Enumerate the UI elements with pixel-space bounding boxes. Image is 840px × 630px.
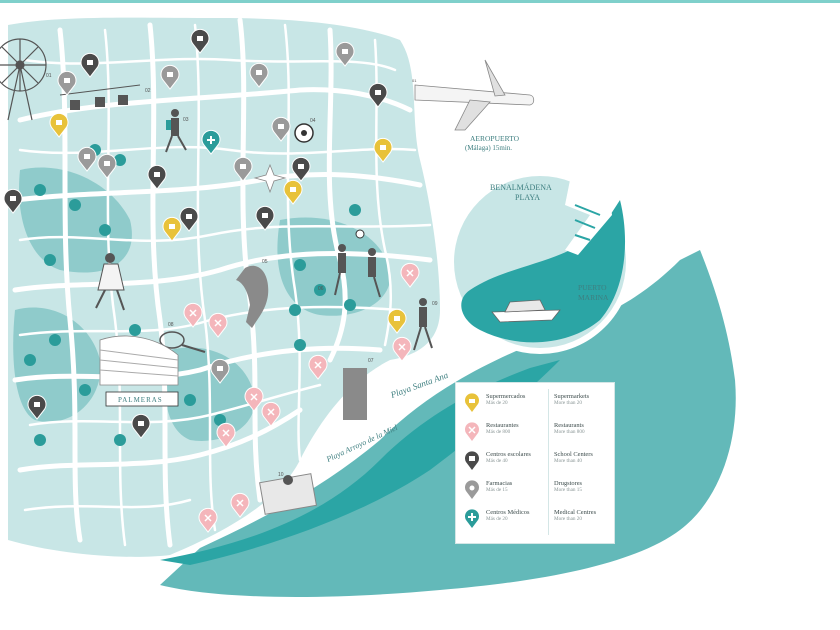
supermarket-pin-icon [283, 179, 303, 205]
pharmacy-pin-icon [233, 156, 253, 182]
playa-label: PLAYA [515, 193, 540, 202]
landmark-number-07: 07 [368, 358, 374, 364]
pharmacy-pin-icon [465, 480, 479, 499]
landmark-number-09: 09 [432, 301, 438, 307]
medical-pin-icon [465, 509, 479, 528]
pharmacy-pin-icon [249, 62, 269, 88]
restaurant-pin-icon [244, 386, 264, 412]
medical-pin-icon [201, 129, 221, 155]
volleyball-players-icon [334, 229, 381, 298]
compass-star-icon [253, 163, 287, 194]
airport-label: AEROPUERTO [470, 134, 520, 143]
supermarket-pin-icon [49, 112, 69, 138]
tree-group [24, 144, 361, 446]
school-pin-icon [131, 413, 151, 439]
supermarket-pin-icon [465, 393, 479, 412]
landmark-number-01: 01 [46, 73, 52, 79]
pharmacy-pin-icon [77, 146, 97, 172]
park-south [13, 307, 101, 422]
marina-sea [461, 200, 626, 343]
landmark-number-05: 05 [262, 259, 268, 265]
school-pin-icon [190, 28, 210, 54]
ferris-wheel-icon [0, 38, 47, 121]
building-label: PALMERAS [118, 396, 163, 404]
school-pin-icon [147, 164, 167, 190]
marina-docks [574, 204, 601, 241]
dolphin-icon [236, 265, 269, 328]
restaurant-pin-icon [400, 262, 420, 288]
walking-man-icon [413, 298, 433, 351]
pharmacy-pin-icon [160, 64, 180, 90]
park-central [277, 217, 391, 316]
pharmacy-pin-icon [57, 70, 77, 96]
airport-time-label: (Málaga) 15min. [465, 144, 512, 152]
restaurant-pin-icon [392, 336, 412, 362]
school-pin-icon [465, 451, 479, 470]
school-pin-icon [255, 205, 275, 231]
residential-building-illustration [99, 335, 179, 407]
school-pin-icon [368, 82, 388, 108]
restaurant-pin-icon [183, 302, 203, 328]
hiker-icon [165, 109, 187, 153]
landmark-number-08: 08 [168, 322, 174, 328]
school-pin-icon [291, 156, 311, 182]
landmark-number-10: 10 [278, 472, 284, 478]
landmark-number-02: 02 [145, 88, 151, 94]
restaurant-pin-icon [208, 312, 228, 338]
yacht-icon [491, 299, 561, 323]
girl-figure-icon [95, 253, 125, 311]
restaurant-pin-icon [465, 422, 479, 441]
tennis-racket-icon [159, 331, 206, 353]
landmark-number-03: 03 [183, 117, 189, 123]
supermarket-pin-icon [387, 308, 407, 334]
marina-label: MARINA [578, 293, 609, 302]
school-pin-icon [179, 206, 199, 232]
legend-divider [548, 389, 549, 535]
restaurant-pin-icon [230, 492, 250, 518]
watchtower-icon [343, 368, 367, 420]
restaurant-pin-icon [198, 507, 218, 533]
pharmacy-pin-icon [271, 116, 291, 142]
landmark-number-airport: 01 [412, 78, 417, 83]
restaurant-pin-icon [308, 354, 328, 380]
top-border [0, 0, 840, 3]
landmark-number-04: 04 [310, 118, 316, 124]
pharmacy-pin-icon [210, 358, 230, 384]
supermarket-pin-icon [373, 137, 393, 163]
school-pin-icon [80, 52, 100, 78]
puerto-label: PUERTO [578, 283, 607, 292]
cable-car-icon [59, 84, 141, 110]
benalmadena-label: BENALMÁDENA [490, 182, 552, 192]
restaurant-pin-icon [216, 422, 236, 448]
landmark-number-06: 06 [318, 286, 324, 292]
airplane-icon [414, 59, 535, 131]
pharmacy-pin-icon [335, 41, 355, 67]
restaurant-pin-icon [261, 401, 281, 427]
school-pin-icon [27, 394, 47, 420]
pharmacy-pin-icon [97, 153, 117, 179]
school-pin-icon [3, 188, 23, 214]
supermarket-pin-icon [162, 216, 182, 242]
